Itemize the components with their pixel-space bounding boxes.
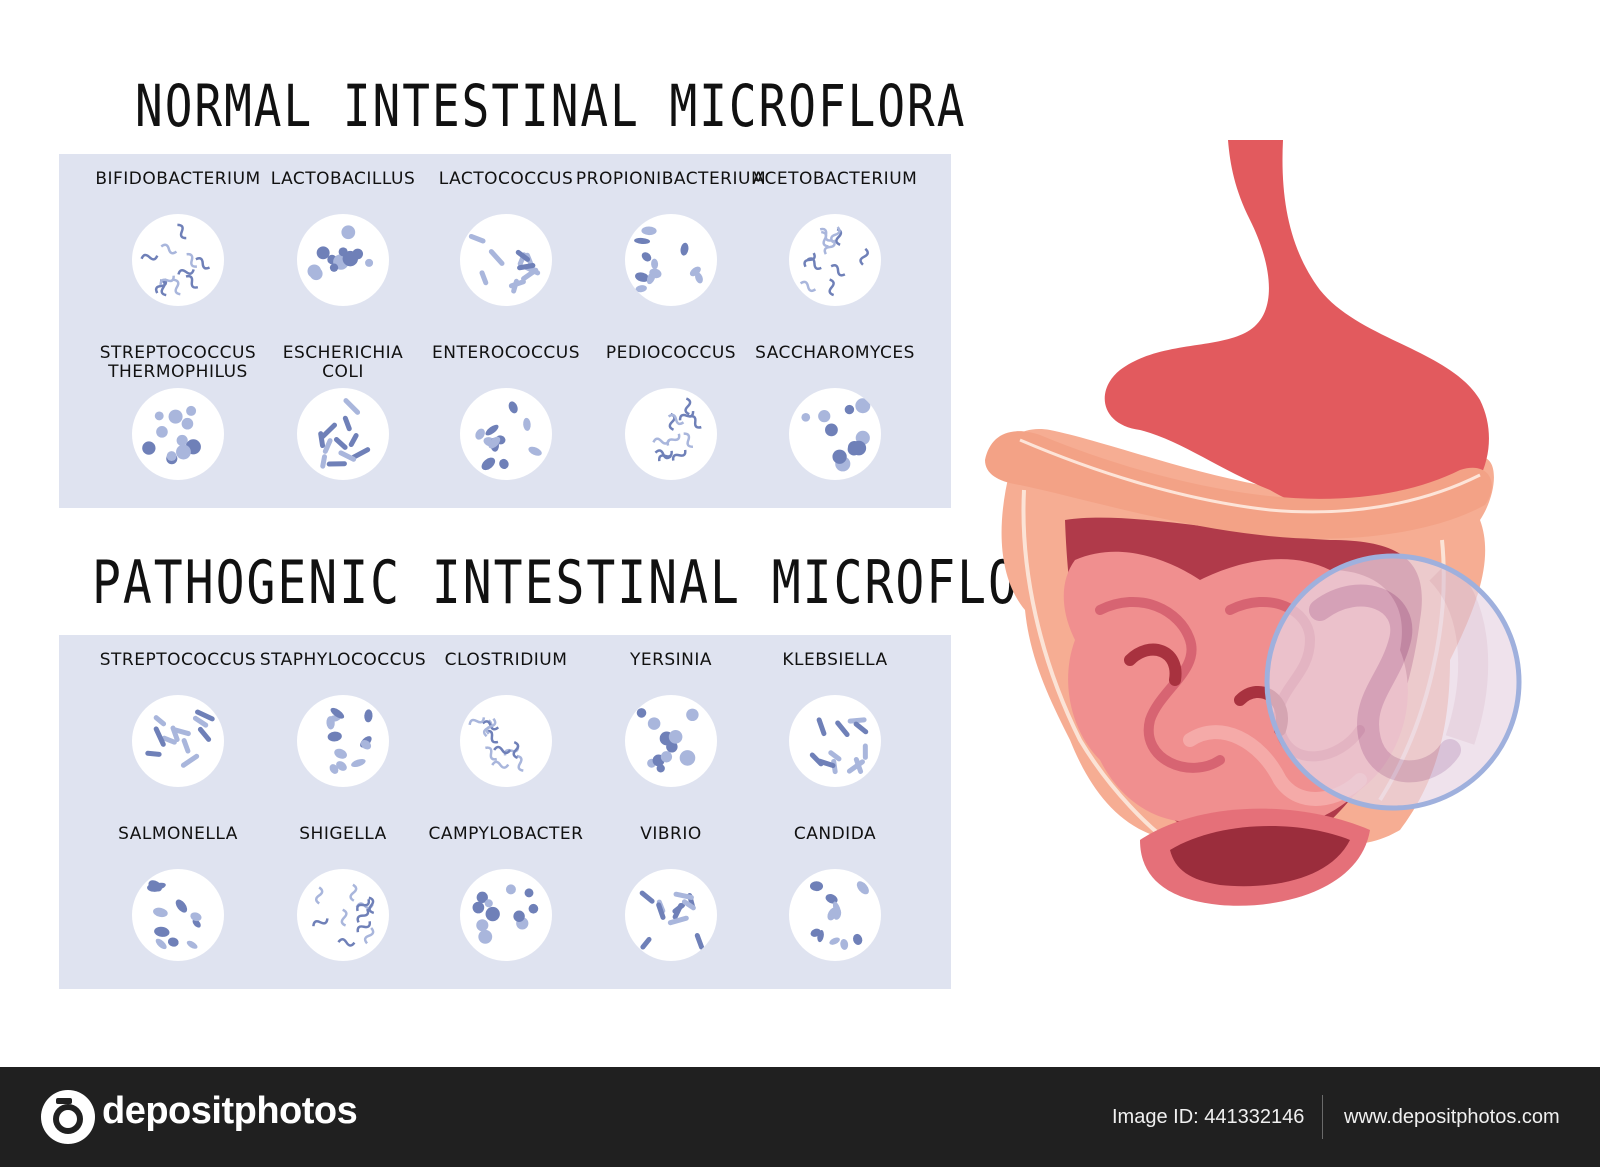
microbe-label: VIBRIO (640, 824, 702, 844)
microbe-sample-icon (132, 869, 224, 961)
microbe-label: SACCHAROMYCES (755, 343, 915, 363)
pathogenic-microbe-cell: VIBRIO (585, 823, 757, 961)
pathogenic-microflora-title: PATHOGENIC INTESTINAL MICROFLORA (92, 548, 1081, 618)
microbe-label: LACTOCOCCUS (438, 169, 574, 189)
microbe-sample-icon (460, 869, 552, 961)
microbe-sample-icon (132, 695, 224, 787)
pathogenic-microbe-cell: CLOSTRIDIUM (420, 649, 592, 787)
microbe-sample-icon (625, 869, 717, 961)
normal-microbe-cell: PROPIONIBACTERIUM (575, 168, 767, 306)
microbe-sample-icon (297, 869, 389, 961)
normal-microbe-cell: ENTEROCOCCUS (420, 342, 592, 480)
microbe-sample-icon (789, 214, 881, 306)
site-url[interactable]: www.depositphotos.com (1344, 1106, 1560, 1128)
normal-microbe-cell: LACTOCOCCUS (420, 168, 592, 306)
normal-microbe-cell: STREPTOCOCCUS THERMOPHILUS (92, 342, 264, 480)
pathogenic-microbe-cell: STAPHYLOCOCCUS (257, 649, 429, 787)
pathogenic-microbe-cell: SALMONELLA (92, 823, 264, 961)
pathogenic-microbe-cell: CAMPYLOBACTER (420, 823, 592, 961)
microbe-label: STAPHYLOCOCCUS (259, 650, 427, 670)
microbe-sample-icon (789, 388, 881, 480)
microbe-label: CANDIDA (793, 824, 877, 844)
normal-microbe-cell: ESCHERICHIA COLI (257, 342, 429, 480)
microbe-label: LACTOBACILLUS (270, 169, 416, 189)
microbe-sample-icon (132, 388, 224, 480)
microbe-sample-icon (460, 214, 552, 306)
microbe-label: PROPIONIBACTERIUM (575, 169, 767, 189)
normal-microbe-cell: ACETOBACTERIUM (749, 168, 921, 306)
microbe-sample-icon (789, 869, 881, 961)
microbe-sample-icon (132, 214, 224, 306)
footer-divider (1322, 1095, 1323, 1139)
microbe-label: KLEBSIELLA (782, 650, 888, 670)
pathogenic-microbe-cell: YERSINIA (585, 649, 757, 787)
pathogenic-microbe-cell: SHIGELLA (257, 823, 429, 961)
pathogenic-microbe-cell: STREPTOCOCCUS (92, 649, 264, 787)
microbe-sample-icon (460, 695, 552, 787)
microbe-sample-icon (625, 214, 717, 306)
microbe-label: STREPTOCOCCUS (99, 650, 257, 670)
microbe-label: CLOSTRIDIUM (444, 650, 568, 670)
microbe-label: CAMPYLOBACTER (428, 824, 584, 844)
pathogenic-microbe-cell: CANDIDA (749, 823, 921, 961)
microbe-label: PEDIOCOCCUS (605, 343, 737, 363)
microbe-sample-icon (297, 695, 389, 787)
magnifier-lens (1264, 553, 1522, 811)
image-id: Image ID: 441332146 (1112, 1106, 1305, 1128)
microbe-label: SHIGELLA (299, 824, 387, 844)
normal-microbe-cell: PEDIOCOCCUS (585, 342, 757, 480)
microbe-label: YERSINIA (629, 650, 713, 670)
microbe-sample-icon (297, 214, 389, 306)
normal-microflora-title: NORMAL INTESTINAL MICROFLORA (135, 72, 967, 140)
pathogenic-microbe-cell: KLEBSIELLA (749, 649, 921, 787)
normal-microbe-cell: BIFIDOBACTERIUM (92, 168, 264, 306)
microbe-sample-icon (625, 695, 717, 787)
microbe-sample-icon (789, 695, 881, 787)
watermark-footer: depositphotos Image ID: 441332146 www.de… (0, 1067, 1600, 1167)
microbe-sample-icon (297, 388, 389, 480)
microbe-label: SALMONELLA (118, 824, 238, 844)
microbe-sample-icon (625, 388, 717, 480)
digestive-tract-illustration (985, 140, 1522, 906)
camera-logo-icon (41, 1090, 95, 1144)
transverse-colon (985, 431, 1492, 539)
logo-wordmark[interactable]: depositphotos (102, 1090, 358, 1132)
microbe-label: ESCHERICHIA COLI (282, 343, 404, 382)
normal-microbe-cell: SACCHAROMYCES (749, 342, 921, 480)
stomach (1104, 140, 1489, 522)
microbe-label: BIFIDOBACTERIUM (95, 169, 261, 189)
microbe-sample-icon (460, 388, 552, 480)
normal-microbe-cell: LACTOBACILLUS (257, 168, 429, 306)
microbe-label: STREPTOCOCCUS THERMOPHILUS (99, 343, 257, 382)
microbe-label: ENTEROCOCCUS (431, 343, 580, 363)
microbe-label: ACETOBACTERIUM (752, 169, 918, 189)
